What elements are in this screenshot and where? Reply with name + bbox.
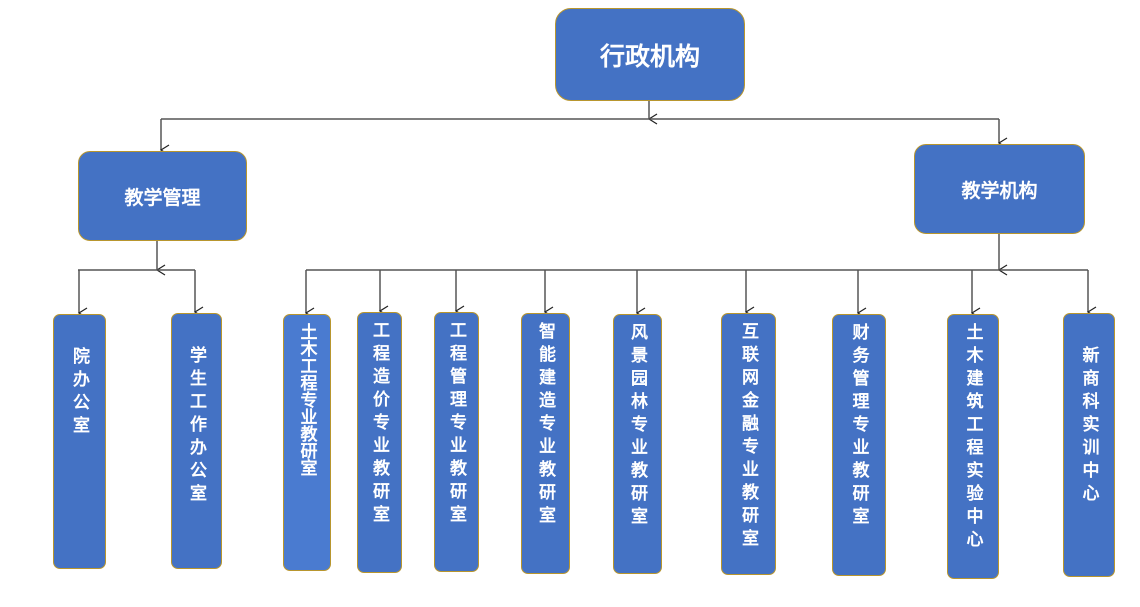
leaf-label: 院办公室 <box>69 347 89 439</box>
node-label: 教学机构 <box>961 179 1038 202</box>
leaf-dean-office: 院办公室 <box>53 314 106 569</box>
leaf-label: 智能建造专业教研室 <box>535 322 555 529</box>
node-root: 行政机构 <box>555 8 745 101</box>
node-teaching-organization: 教学机构 <box>914 144 1085 234</box>
leaf-financial-management: 财务管理专业教研室 <box>832 314 886 576</box>
leaf-engineering-management: 工程管理专业教研室 <box>434 312 479 572</box>
leaf-internet-finance: 互联网金融专业教研室 <box>721 313 776 575</box>
node-label: 行政机构 <box>599 41 700 71</box>
leaf-civil-construction-lab: 土木建筑工程实验中心 <box>947 314 999 579</box>
leaf-label: 互联网金融专业教研室 <box>738 322 758 552</box>
leaf-label: 土木建筑工程实验中心 <box>962 323 983 553</box>
leaf-label: 风景园林专业教研室 <box>627 323 647 530</box>
leaf-label: 新商科实训中心 <box>1078 346 1099 507</box>
leaf-business-training-center: 新商科实训中心 <box>1063 313 1115 577</box>
leaf-label: 学生工作办公室 <box>186 346 206 507</box>
node-teaching-management: 教学管理 <box>78 151 247 241</box>
leaf-landscape-architecture: 风景园林专业教研室 <box>613 314 662 574</box>
leaf-intelligent-construction: 智能建造专业教研室 <box>521 313 570 574</box>
leaf-label: 土木工程专业教研室 <box>296 323 317 476</box>
leaf-engineering-cost: 工程造价专业教研室 <box>357 312 402 573</box>
node-label: 教学管理 <box>124 186 201 209</box>
leaf-label: 工程造价专业教研室 <box>369 321 389 528</box>
leaf-student-affairs-office: 学生工作办公室 <box>171 313 222 569</box>
leaf-civil-engineering: 土木工程专业教研室 <box>283 314 331 571</box>
leaf-label: 财务管理专业教研室 <box>848 323 869 530</box>
leaf-label: 工程管理专业教研室 <box>446 321 466 528</box>
